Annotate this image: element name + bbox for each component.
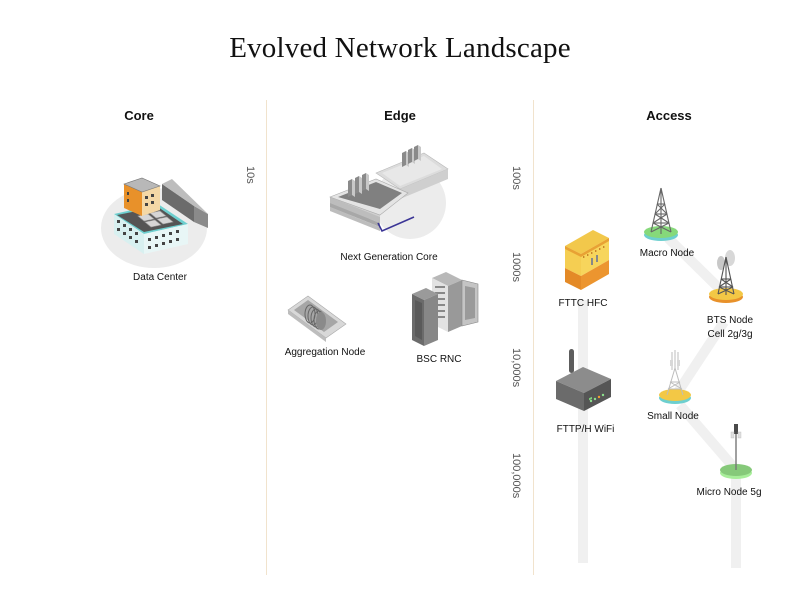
label-aggregation-node: Aggregation Node	[284, 347, 366, 358]
small-node-tower-icon	[659, 350, 691, 404]
label-bts-node: BTS Node Cell 2g/3g	[690, 314, 770, 342]
column-header-core: Core	[124, 108, 154, 123]
bts-node-tower-icon	[709, 250, 743, 303]
pipe-small-micro	[676, 401, 740, 474]
bsc-rnc-icon	[412, 272, 479, 346]
fttp-wifi-router-icon	[556, 349, 611, 411]
label-bsc-rnc: BSC RNC	[416, 354, 462, 365]
pipe-bts-small	[669, 319, 729, 401]
micro-node-5g-icon	[720, 424, 752, 479]
label-next-gen-core: Next Generation Core	[340, 252, 438, 263]
label-data-center: Data Center	[133, 272, 187, 283]
label-fttc-hfc: FTTC HFC	[558, 298, 608, 309]
diagram-title: Evolved Network Landscape	[229, 32, 571, 64]
label-bts-node-line1: BTS Node	[706, 315, 754, 326]
data-center-icon	[101, 177, 208, 268]
label-fttp-wifi: FTTP/H WiFi	[556, 424, 615, 435]
label-small-node: Small Node	[647, 411, 699, 422]
label-micro-node: Micro Node 5g	[696, 487, 762, 498]
column-header-edge: Edge	[384, 108, 416, 123]
divider-core-edge	[266, 100, 267, 575]
column-header-access: Access	[646, 108, 692, 123]
pipe-macro-bts	[664, 234, 731, 300]
divider-edge-access	[533, 100, 534, 575]
next-gen-core-icon	[329, 145, 449, 239]
aggregation-node-icon	[287, 295, 347, 342]
label-bts-node-line2: Cell 2g/3g	[707, 329, 753, 340]
macro-node-tower-icon	[644, 187, 678, 241]
fttc-hfc-icon	[565, 230, 609, 290]
label-macro-node: Macro Node	[639, 248, 695, 259]
